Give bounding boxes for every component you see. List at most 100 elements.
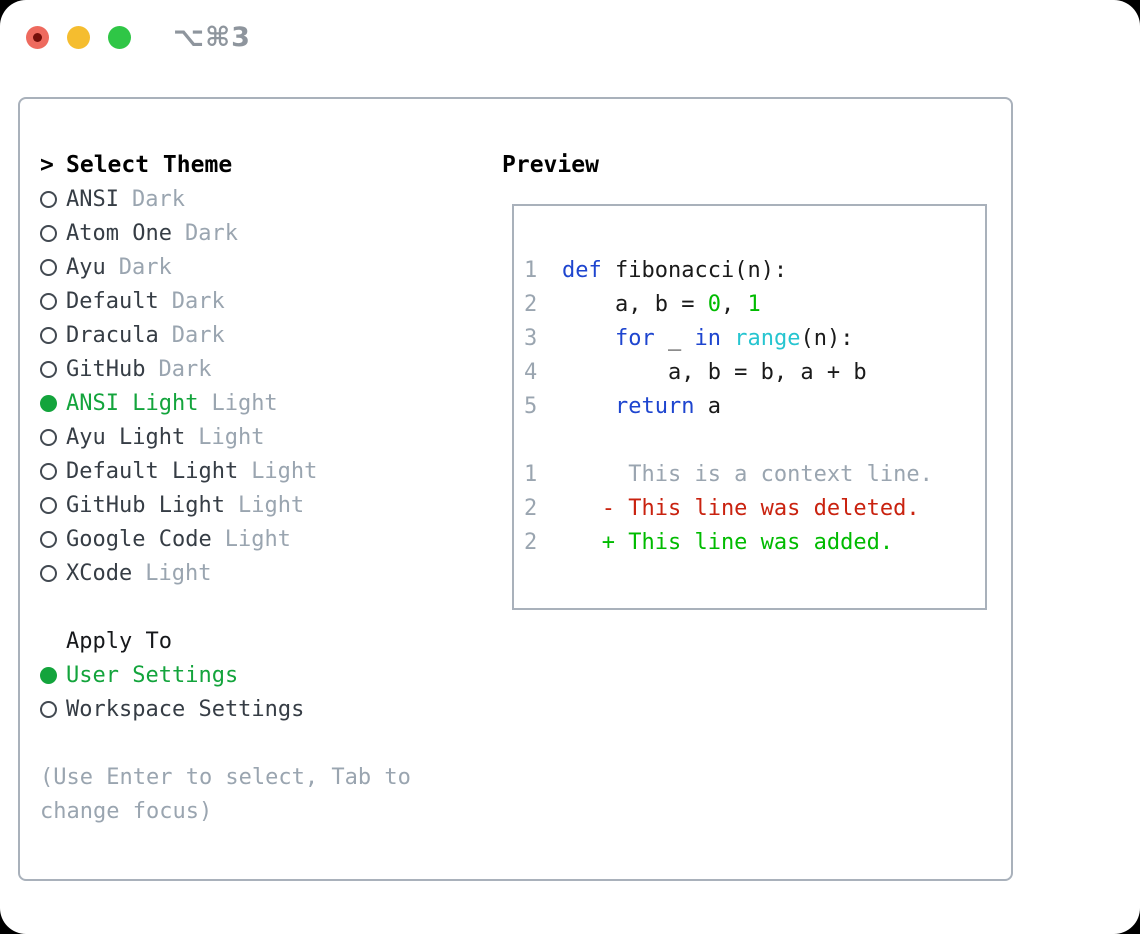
radio-marker bbox=[40, 360, 66, 378]
theme-variant-badge: Dark bbox=[171, 288, 225, 314]
theme-option[interactable]: ANSI Light Light bbox=[40, 386, 411, 420]
radio-marker bbox=[40, 258, 66, 276]
theme-variant-badge: Dark bbox=[131, 186, 185, 212]
radio-marker bbox=[40, 190, 66, 208]
theme-variant-badge: Light bbox=[145, 560, 212, 586]
theme-variant-badge: Dark bbox=[171, 322, 225, 348]
radio-marker bbox=[40, 326, 66, 344]
option-label: ANSI Light bbox=[66, 390, 199, 416]
theme-option[interactable]: Google Code Light bbox=[40, 522, 411, 556]
option-label: Default bbox=[66, 288, 159, 314]
option-label: Atom One bbox=[66, 220, 172, 246]
select-theme-title: Select Theme bbox=[66, 152, 233, 178]
apply-to-header: Apply To bbox=[40, 624, 411, 658]
line-number: 1 bbox=[524, 461, 538, 487]
keyboard-shortcut-label: ⌥⌘3 bbox=[173, 21, 251, 53]
code-text: + This line was added. bbox=[562, 529, 894, 555]
code-text: a, b = 0, 1 bbox=[562, 291, 761, 317]
apply-to-title: Apply To bbox=[66, 628, 172, 654]
line-number: 2 bbox=[524, 291, 538, 317]
radio-icon bbox=[40, 496, 57, 514]
theme-option[interactable]: GitHub Dark bbox=[40, 352, 411, 386]
hint-line: change focus) bbox=[40, 798, 213, 824]
radio-icon bbox=[40, 326, 57, 344]
radio-marker bbox=[40, 292, 66, 310]
apply-to-option[interactable]: Workspace Settings bbox=[40, 692, 411, 726]
radio-icon bbox=[40, 292, 57, 310]
minimize-button[interactable] bbox=[67, 25, 90, 49]
code-line: 1 This is a context line. bbox=[524, 457, 985, 491]
radio-marker bbox=[40, 700, 66, 718]
radio-icon bbox=[40, 360, 57, 378]
code-text: - This line was deleted. bbox=[562, 495, 920, 521]
maximize-button[interactable] bbox=[108, 25, 131, 49]
code-text: a, b = b, a + b bbox=[562, 359, 867, 385]
theme-option[interactable]: Default Dark bbox=[40, 284, 411, 318]
code-line: 5 return a bbox=[524, 389, 985, 423]
theme-variant-badge: Light bbox=[211, 390, 278, 416]
hint-line: (Use Enter to select, Tab to bbox=[40, 764, 411, 790]
code-line: 2 - This line was deleted. bbox=[524, 491, 985, 525]
code-line: 1 def fibonacci(n): bbox=[524, 253, 985, 287]
radio-icon bbox=[40, 190, 57, 208]
option-label: Ayu Light bbox=[66, 424, 186, 450]
line-number: 1 bbox=[524, 257, 538, 283]
radio-icon bbox=[40, 258, 57, 276]
option-label: Google Code bbox=[66, 526, 212, 552]
radio-icon bbox=[40, 700, 57, 718]
radio-selected-icon bbox=[40, 666, 57, 684]
usage-hint: (Use Enter to select, Tab to change focus… bbox=[40, 760, 411, 828]
theme-variant-badge: Light bbox=[198, 424, 265, 450]
theme-variant-badge: Light bbox=[237, 492, 305, 518]
code-text: return a bbox=[614, 393, 721, 419]
option-label: Ayu bbox=[66, 254, 106, 280]
code-text: for _ in range(n): bbox=[614, 325, 854, 351]
theme-option[interactable]: Atom One Dark bbox=[40, 216, 411, 250]
radio-icon bbox=[40, 564, 57, 582]
theme-variant-badge: Light bbox=[224, 526, 291, 552]
code-lines: 1 def fibonacci(n): 2 a, b = 0, 1 3 for _ i… bbox=[524, 253, 985, 559]
line-number: 2 bbox=[524, 495, 538, 521]
option-label: GitHub bbox=[66, 356, 146, 382]
spacer bbox=[40, 726, 411, 760]
preview-code-box: 1 def fibonacci(n): 2 a, b = 0, 1 3 for _ i… bbox=[512, 204, 987, 610]
close-dot-icon bbox=[33, 32, 42, 42]
radio-marker bbox=[40, 496, 66, 514]
preview-title: Preview bbox=[502, 152, 599, 178]
close-button[interactable] bbox=[26, 25, 49, 49]
radio-icon bbox=[40, 462, 57, 480]
apply-to-option[interactable]: User Settings bbox=[40, 658, 411, 692]
code-line: 4 a, b = b, a + b bbox=[524, 355, 985, 389]
titlebar: ⌥⌘3 bbox=[26, 22, 251, 53]
radio-marker bbox=[40, 564, 66, 582]
theme-variant-badge: Dark bbox=[118, 254, 172, 280]
code-text: def fibonacci(n): bbox=[562, 257, 788, 283]
code-text: This is a context line. bbox=[562, 461, 933, 487]
radio-selected-icon bbox=[40, 394, 57, 412]
prompt-icon: > bbox=[40, 152, 54, 178]
radio-icon bbox=[40, 224, 57, 242]
radio-marker bbox=[40, 224, 66, 242]
radio-icon bbox=[40, 530, 57, 548]
code-line: 3 for _ in range(n): bbox=[524, 321, 985, 355]
theme-option[interactable]: Ayu Dark bbox=[40, 250, 411, 284]
line-number: 2 bbox=[524, 529, 538, 555]
option-label: Workspace Settings bbox=[66, 696, 305, 722]
theme-variant-badge: Dark bbox=[184, 220, 238, 246]
radio-marker bbox=[40, 666, 66, 684]
theme-option[interactable]: Ayu Light Light bbox=[40, 420, 411, 454]
line-number: 4 bbox=[524, 359, 538, 385]
line-number: 3 bbox=[524, 325, 538, 351]
radio-marker bbox=[40, 394, 66, 412]
theme-variant-badge: Dark bbox=[158, 356, 212, 382]
